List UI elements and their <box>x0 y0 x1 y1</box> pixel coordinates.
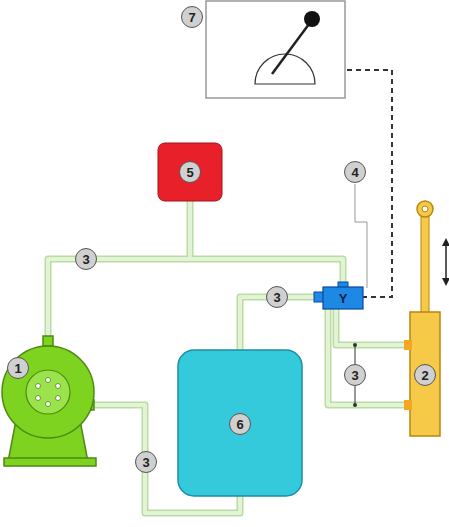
hole <box>36 396 41 401</box>
pipe <box>187 200 194 259</box>
label-text: 1 <box>14 362 21 375</box>
pipe <box>328 308 410 405</box>
pump-holes <box>36 378 61 407</box>
signal-line <box>345 70 392 297</box>
pipe <box>336 308 410 345</box>
hole <box>56 396 61 401</box>
rod-eye <box>417 201 433 217</box>
pipes <box>48 200 410 513</box>
callout-number: 3 <box>266 286 288 308</box>
hole <box>56 384 61 389</box>
control-panel <box>206 1 345 98</box>
label-text: 3 <box>82 253 89 266</box>
label-text: 4 <box>351 166 358 179</box>
hole <box>46 402 51 407</box>
motion-arrowheads <box>442 238 449 286</box>
callout-number: 6 <box>229 413 251 435</box>
callout-number: 3 <box>135 451 157 473</box>
callout-number: 3 <box>344 364 366 386</box>
motion-arrow <box>445 240 447 284</box>
label-text: 3 <box>273 291 280 304</box>
tank <box>178 350 302 496</box>
callout-number: 2 <box>414 364 436 386</box>
leader-line <box>355 184 367 288</box>
label-text: 5 <box>186 166 193 179</box>
lever-handle <box>272 20 312 74</box>
valve-letter: Y <box>332 287 354 309</box>
cylinder-port <box>404 400 412 410</box>
label-text: 2 <box>421 369 428 382</box>
label-text: Y <box>339 292 348 305</box>
control-valve <box>323 287 363 309</box>
pipe-fill <box>48 200 410 513</box>
label-text: 7 <box>188 11 195 24</box>
callout-number: 5 <box>179 161 201 183</box>
label-text: 3 <box>351 369 358 382</box>
pipe-outline <box>48 200 410 513</box>
lever-knob <box>304 11 320 27</box>
pipe <box>328 308 410 405</box>
bracket-dot <box>353 343 357 347</box>
label-text: 3 <box>142 456 149 469</box>
hydraulic-cylinder <box>410 312 440 436</box>
piston-rod <box>421 216 429 314</box>
pump-hub <box>26 370 70 414</box>
callout-number: 1 <box>7 357 29 379</box>
callout-number: 7 <box>181 6 203 28</box>
hole <box>46 378 51 383</box>
pipe <box>336 308 410 345</box>
rod-eye-hole <box>422 206 428 212</box>
pump-foot <box>4 458 96 466</box>
pipe <box>188 200 192 259</box>
callout-number: 3 <box>75 248 97 270</box>
bracket-dot <box>353 403 357 407</box>
pipe <box>48 259 343 342</box>
pump-housing <box>2 346 94 438</box>
callout-number: 4 <box>344 161 366 183</box>
hole <box>36 384 41 389</box>
accumulator <box>158 143 222 201</box>
label-text: 6 <box>236 418 243 431</box>
cylinder-port <box>404 340 412 350</box>
pump-inlet <box>43 336 53 346</box>
